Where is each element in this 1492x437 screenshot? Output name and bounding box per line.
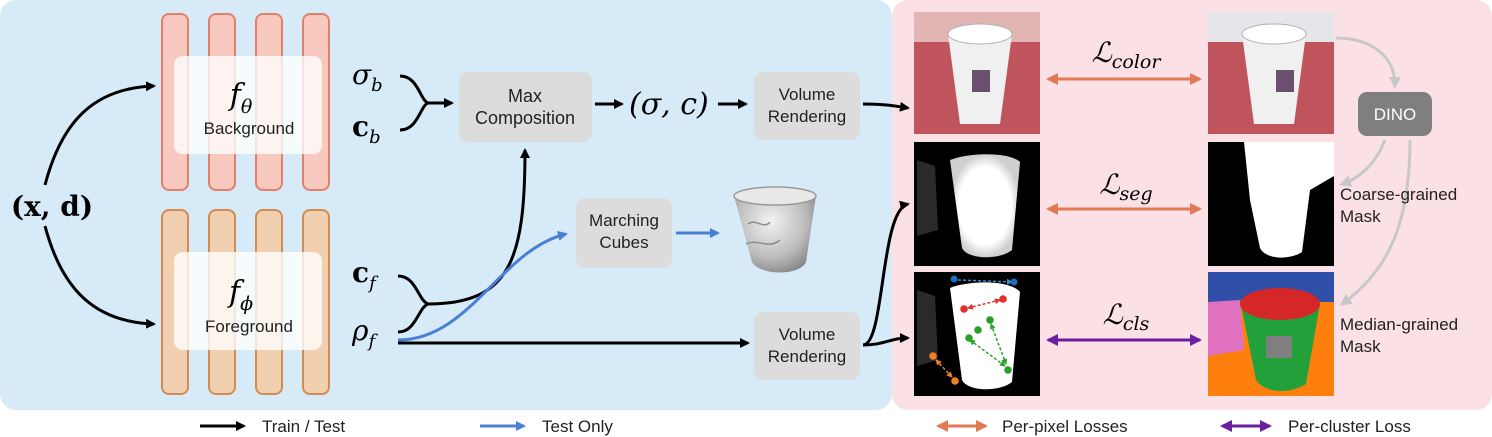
legend: Train / Test Test Only Per-pixel Losses … <box>200 417 1411 436</box>
volume-rendering-bottom-box: Volume Rendering <box>754 312 860 380</box>
mlp-background-label: Background <box>204 119 295 138</box>
svg-text:Rendering: Rendering <box>768 347 846 366</box>
svg-text:Volume: Volume <box>779 325 836 344</box>
loss-seg-subscript: seg <box>1120 183 1153 205</box>
loss-cls-symbol: ℒ <box>1103 298 1124 331</box>
loss-color-subscript: color <box>1112 51 1163 73</box>
arrow-input-to-foreground <box>43 225 156 329</box>
arrow-input-to-background <box>43 81 156 186</box>
svg-text:Cubes: Cubes <box>599 233 648 252</box>
c-b-subscript: b <box>369 127 381 148</box>
mlp-foreground-subscript: ϕ <box>240 293 253 315</box>
arrow-rho-to-marching-cubes <box>397 231 568 342</box>
coarse-mask-image <box>1208 142 1334 266</box>
brace-foreground-outputs <box>397 274 433 334</box>
svg-text:Marching: Marching <box>589 211 659 230</box>
loss-seg-symbol: ℒ <box>1099 168 1120 201</box>
legend-train-test-label: Train / Test <box>262 417 345 436</box>
max-composition-box: Max Composition <box>459 72 592 142</box>
loss-color-symbol: ℒ <box>1092 36 1113 69</box>
mlp-background-subscript: θ <box>241 96 253 118</box>
arrow-volume-to-image <box>862 101 910 112</box>
svg-text:Volume: Volume <box>779 85 836 104</box>
median-mask-label-line1: Median-grained <box>1340 315 1458 334</box>
sigma-b-symbol: σ <box>352 58 372 91</box>
legend-per-cluster-label: Per-cluster Loss <box>1288 417 1411 436</box>
mlp-foreground-label: Foreground <box>205 317 293 336</box>
arrow-dino-to-coarse-mask <box>1339 139 1387 187</box>
arrow-volume-to-mask <box>862 200 910 347</box>
c-b-symbol: c <box>352 110 369 143</box>
c-f-symbol: c <box>352 256 369 289</box>
mlp-foreground: fϕ Foreground <box>161 209 330 395</box>
rendered-cluster-image <box>914 272 1040 396</box>
legend-per-pixel-label: Per-pixel Losses <box>1002 417 1128 436</box>
target-image <box>1208 12 1334 134</box>
legend-test-only-label: Test Only <box>542 417 613 436</box>
rho-f-subscript: f <box>366 331 378 352</box>
sigma-b-subscript: b <box>371 75 383 96</box>
volume-rendering-top-box: Volume Rendering <box>754 72 860 140</box>
median-mask-image <box>1208 272 1334 396</box>
arrow-volume-to-cluster <box>862 333 910 347</box>
arrow-image-to-dino <box>1335 36 1401 89</box>
svg-text:Rendering: Rendering <box>768 107 846 126</box>
rendered-mask-image <box>914 142 1040 266</box>
svg-text:σb: σb <box>352 58 383 96</box>
coarse-mask-label-line1: Coarse-grained <box>1340 185 1457 204</box>
brace-background-outputs <box>399 74 433 132</box>
rendered-image <box>914 12 1040 134</box>
svg-text:ℒcls: ℒcls <box>1103 298 1150 335</box>
arrow-foreground-to-max-composition <box>427 148 530 306</box>
svg-text:Composition: Composition <box>475 108 575 128</box>
svg-text:ℒseg: ℒseg <box>1099 168 1152 205</box>
svg-text:Max: Max <box>508 86 542 106</box>
marching-cubes-box: Marching Cubes <box>576 198 672 268</box>
cup-mesh-image <box>733 186 817 273</box>
arrow-dino-to-median-mask <box>1339 139 1412 306</box>
svg-text:DINO: DINO <box>1374 105 1417 124</box>
median-mask-label-line2: Mask <box>1340 337 1381 356</box>
dino-box: DINO <box>1358 92 1432 136</box>
rho-f-symbol: ρ <box>351 314 369 347</box>
input-label: (x, d) <box>11 190 93 223</box>
composite-label: (σ, c) <box>629 87 709 122</box>
c-f-subscript: f <box>367 273 379 294</box>
coarse-mask-label-line2: Mask <box>1340 207 1381 226</box>
svg-text:ρf: ρf <box>351 314 378 352</box>
mlp-background: fθ Background <box>161 13 330 191</box>
svg-text:ℒcolor: ℒcolor <box>1092 36 1163 73</box>
svg-text:cf: cf <box>352 256 379 294</box>
svg-text:cb: cb <box>352 110 381 148</box>
loss-cls-subscript: cls <box>1123 313 1150 335</box>
